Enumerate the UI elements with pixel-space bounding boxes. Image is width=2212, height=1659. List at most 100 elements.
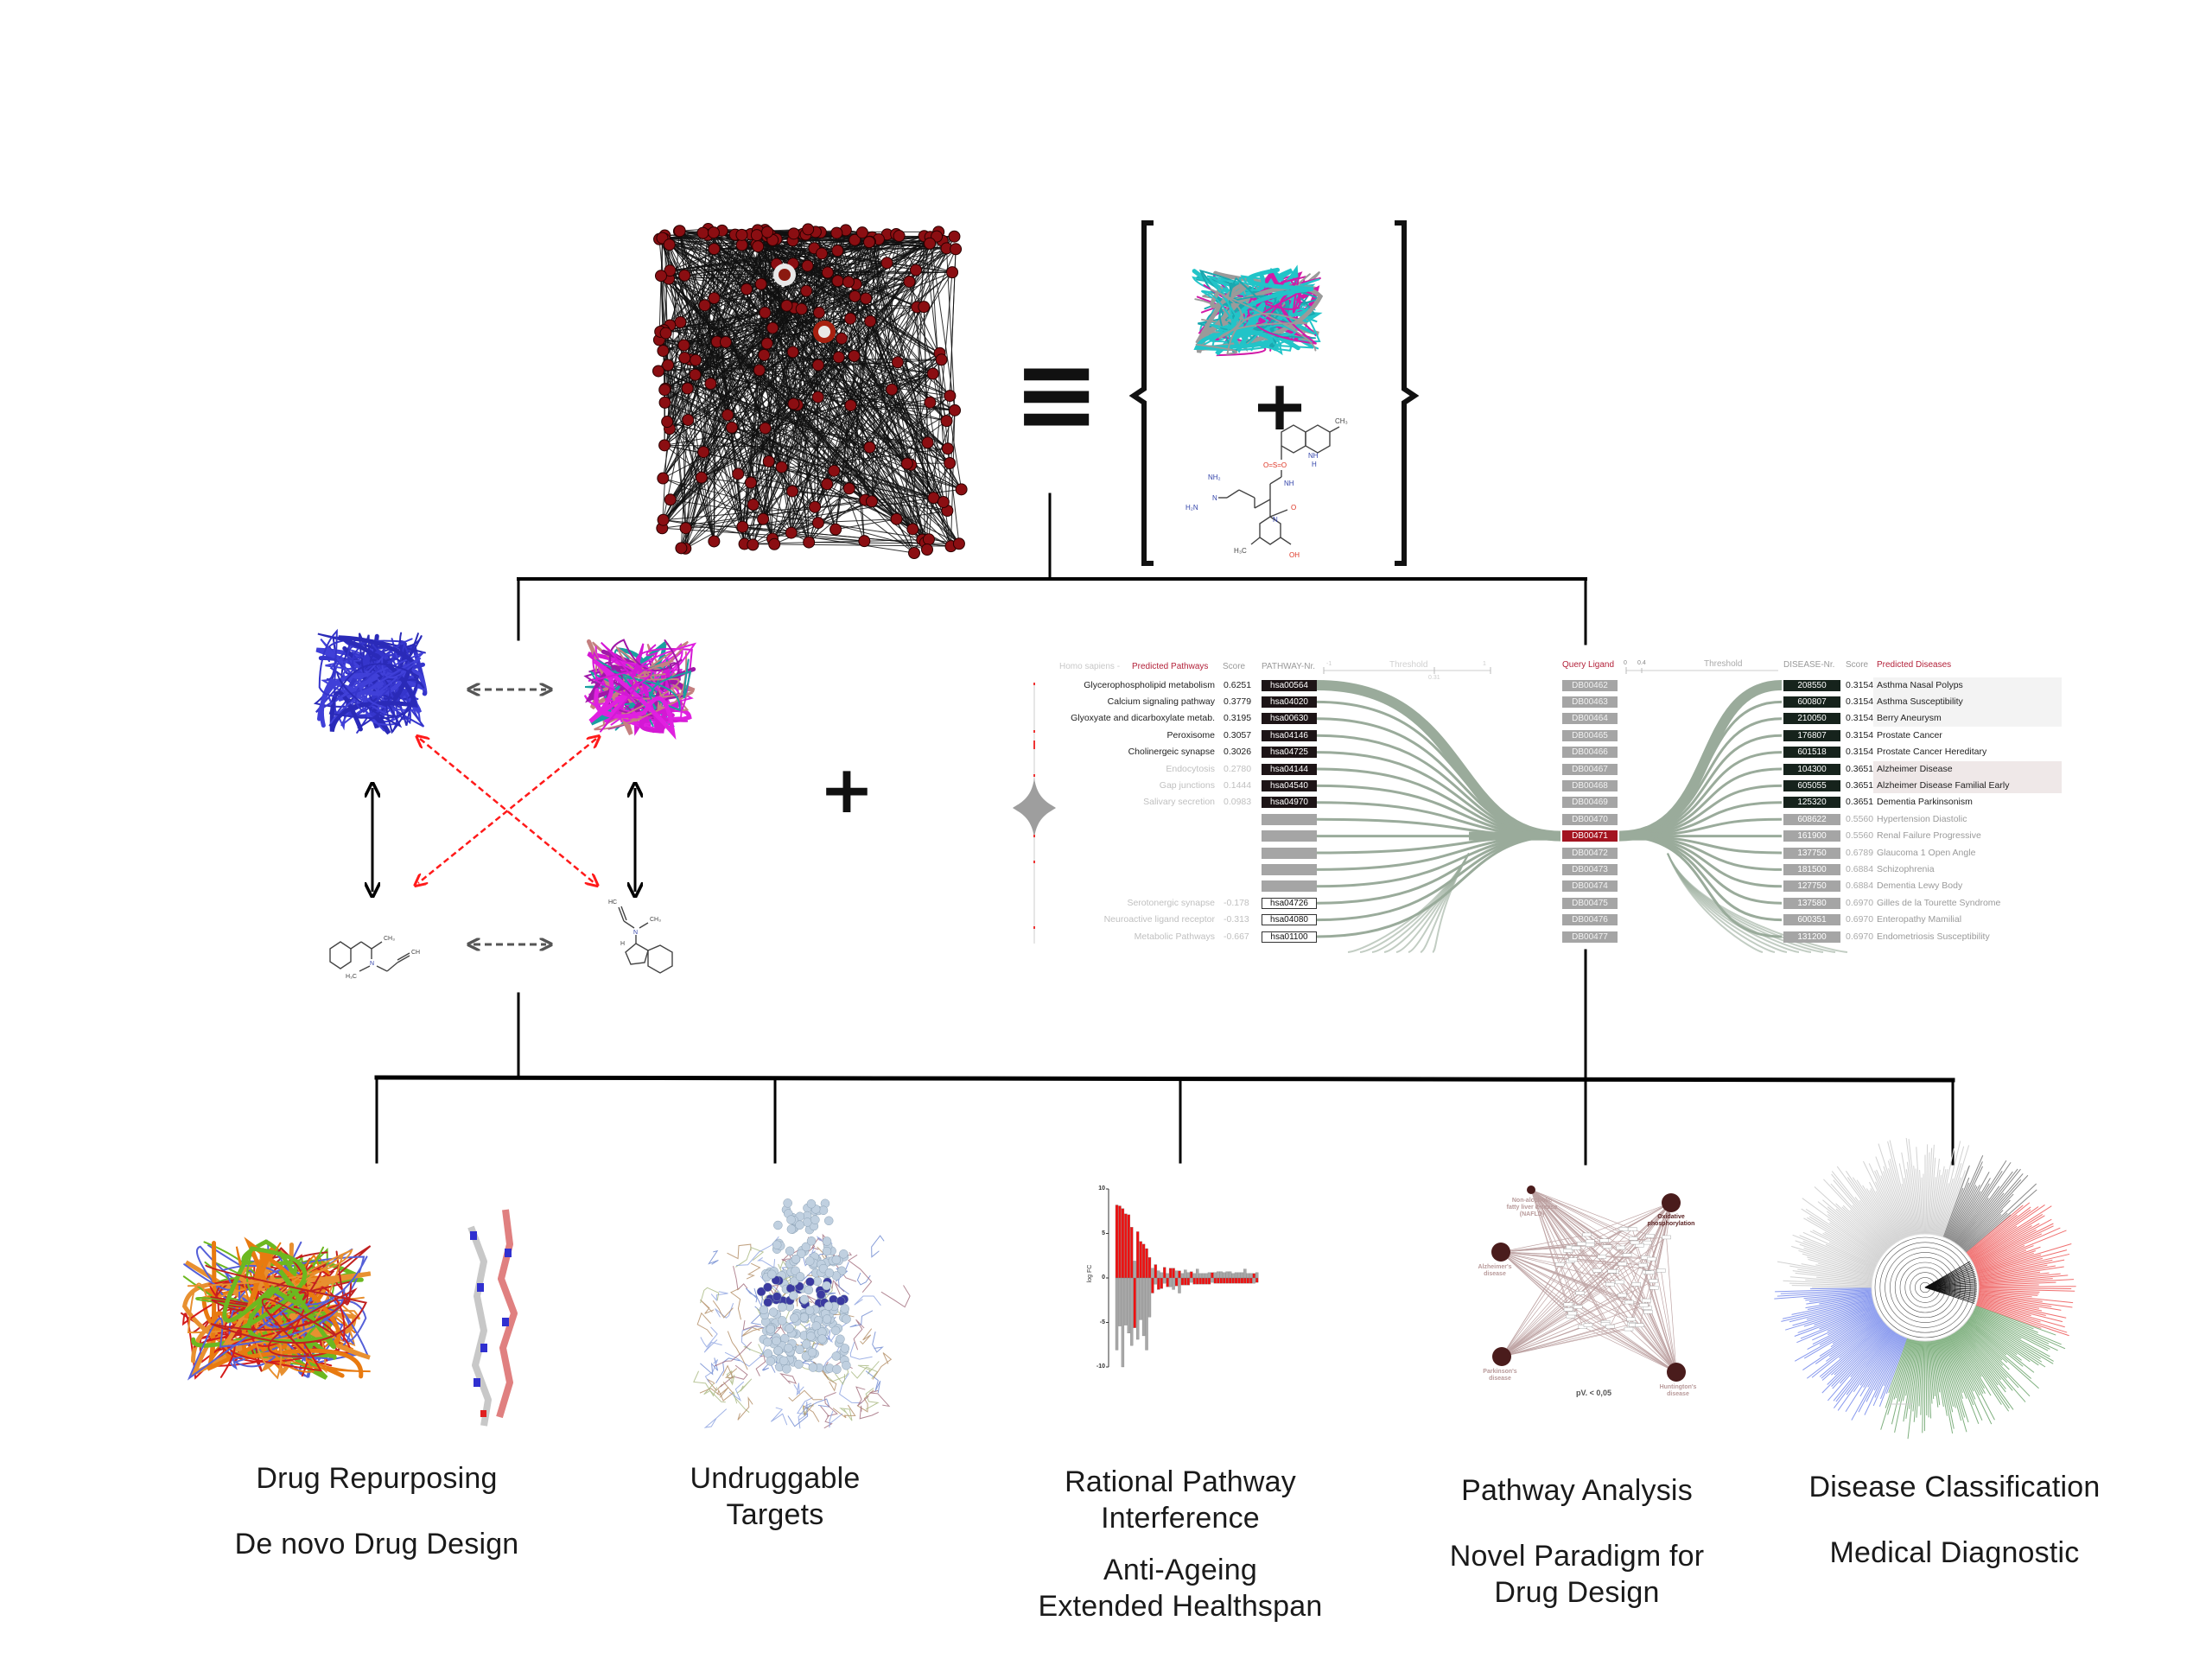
bar-red [1196,1277,1199,1285]
pathway-id-box[interactable]: hsa04970 [1262,797,1317,809]
network-edge [701,232,715,478]
dendrogram-leaf [1880,1338,1910,1430]
network-edge [713,232,747,289]
pathway-id-box[interactable]: hsa04726 [1262,897,1317,909]
dendrogram-leaf [1960,1327,2026,1402]
pathway-id-box[interactable] [1262,830,1317,842]
ligand-box[interactable]: DB00474 [1562,880,1618,893]
pathway-id-box[interactable]: hsa00630 [1262,713,1317,725]
disordered-chain [853,1319,865,1351]
pathway-id-box[interactable] [1262,880,1317,893]
ligand-box[interactable]: DB00476 [1562,914,1618,926]
pathway-name: Salivary secretion [1143,797,1215,808]
gene-node [1607,1268,1617,1274]
dendrogram-leaf [1822,1232,1878,1263]
disease-id-box[interactable]: 127750 [1783,880,1840,893]
surface-atom [795,1220,804,1230]
network-edge [792,351,893,391]
disease-id-box[interactable]: 125320 [1783,797,1840,809]
network-node [654,270,667,283]
disease-id-box[interactable]: 176807 [1783,729,1840,741]
disease-id-box[interactable]: 600351 [1783,914,1840,926]
dendrogram-leaf [1833,1330,1893,1408]
ligand-box[interactable]: DB00466 [1562,747,1618,759]
ligand-box[interactable]: DB00477 [1562,931,1618,943]
dendrogram-leaf [1948,1166,1984,1240]
pathway-id-box[interactable]: hsa00564 [1262,679,1317,691]
dendrogram-leaf [1873,1335,1902,1391]
ligand-box[interactable]: DB00470 [1562,813,1618,825]
pathway-name: Neuroactive ligand receptor [1103,914,1215,925]
pathway-id-box[interactable]: hsa04540 [1262,779,1317,791]
dendrogram-leaf [1974,1306,2038,1333]
bar-grey [1231,1273,1235,1279]
atom-label: H₂N [1185,504,1198,512]
surface-atom [839,1249,849,1259]
disease-id-box[interactable]: 208550 [1783,679,1840,691]
query-ligand-box[interactable]: DB00471 [1562,830,1618,842]
pathway-name: Calcium signaling pathway [1107,696,1215,707]
disordered-chain [715,1303,734,1319]
dendrogram-leaf [1819,1294,1872,1305]
disease-id-box[interactable]: 600807 [1783,696,1840,708]
network-edge [793,403,950,464]
pathway-id-box[interactable]: hsa04725 [1262,747,1317,759]
pathway-id-box[interactable]: hsa04020 [1262,696,1317,708]
disease-id-box[interactable]: 601518 [1783,747,1840,759]
pathway-id-box[interactable]: hsa04144 [1262,763,1317,775]
network-edge [1580,1202,1672,1294]
disordered-chain [736,1236,779,1267]
ligand-box[interactable]: DB00462 [1562,679,1618,691]
dendrogram-leaf [1819,1316,1881,1357]
disease-id-box[interactable]: 608622 [1783,813,1840,825]
ligand-box[interactable]: DB00472 [1562,847,1618,859]
network-edge [809,542,959,544]
gene-node [1643,1310,1653,1314]
dendrogram-leaf [1828,1318,1883,1357]
bar-red [1121,1208,1125,1279]
ligand-box[interactable]: DB00464 [1562,713,1618,725]
pathway-id-box[interactable] [1262,847,1317,859]
disordered-chain [728,1381,745,1402]
disease-id-box[interactable]: 131200 [1783,931,1840,943]
pathway-id-box[interactable] [1262,813,1317,825]
bar-grey [1115,1277,1119,1351]
disease-id-box[interactable]: 210050 [1783,713,1840,725]
pathway-id-box[interactable] [1262,863,1317,875]
network-node [921,543,933,556]
disease-id-box[interactable]: 181500 [1783,863,1840,875]
network-edge [1501,1313,1573,1357]
dendrogram-leaf [1955,1332,2010,1412]
disease-id-box[interactable]: 161900 [1783,830,1840,842]
dendrogram-leaf [1827,1218,1882,1257]
dendrogram-leaf [1930,1158,1940,1235]
disease-score: 0.3154 [1846,747,1874,758]
gene-node [1647,1256,1656,1262]
disease-id-box[interactable]: 104300 [1783,763,1840,775]
protein-blue-structure [313,628,428,735]
ligand-box[interactable]: DB00468 [1562,779,1618,791]
bar-grey [1207,1272,1211,1279]
gene-node [1618,1227,1629,1231]
disease-id-box[interactable]: 137580 [1783,897,1840,909]
pathway-id-box[interactable]: hsa04146 [1262,729,1317,741]
pathway-id-box[interactable]: hsa01100 [1262,931,1317,943]
ligand-box[interactable]: DB00475 [1562,897,1618,909]
ligand-box[interactable]: DB00463 [1562,696,1618,708]
gene-node [1622,1253,1632,1257]
dendrogram-leaf [1964,1212,2008,1252]
disease-id-box[interactable]: 137750 [1783,847,1840,859]
network-node [754,277,767,290]
ligand-box[interactable]: DB00467 [1562,763,1618,775]
network-node [946,266,959,279]
ligand-box[interactable]: DB00473 [1562,863,1618,875]
ligand-box[interactable]: DB00469 [1562,797,1618,809]
dendrogram-leaf [1817,1201,1884,1255]
dendrogram-leaf [1833,1328,1892,1402]
pathway-id-box[interactable]: hsa04080 [1262,914,1317,926]
disease-id-box[interactable]: 605055 [1783,779,1840,791]
dendrogram-leaf [1814,1186,1886,1252]
ligand-box[interactable]: DB00465 [1562,729,1618,741]
